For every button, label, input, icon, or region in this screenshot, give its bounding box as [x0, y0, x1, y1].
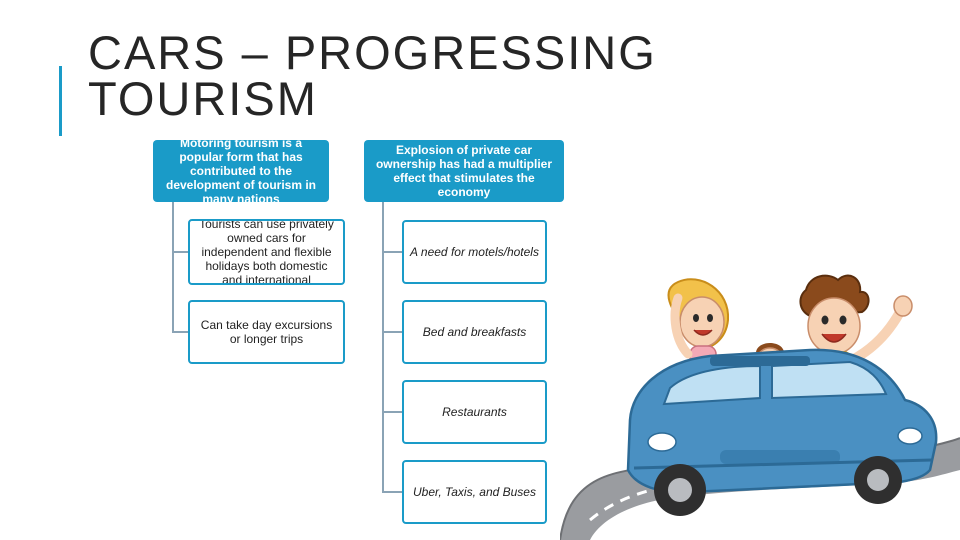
slide-title: CARS – PROGRESSING TOURISM: [88, 26, 657, 125]
right-heading-text: Explosion of private car ownership has h…: [375, 143, 553, 199]
family-car-illustration: [560, 274, 960, 540]
right-item-4: Uber, Taxis, and Buses: [402, 460, 547, 524]
right-tree-connector: [382, 202, 384, 492]
right-item-1: A need for motels/hotels: [402, 220, 547, 284]
left-item-2-text: Can take day excursions or longer trips: [200, 318, 333, 346]
right-item-3: Restaurants: [402, 380, 547, 444]
right-branch-2: [382, 331, 402, 333]
left-tree-connector: [172, 202, 174, 332]
left-branch-2: [172, 331, 188, 333]
left-item-2: Can take day excursions or longer trips: [188, 300, 345, 364]
left-item-1: Tourists can use privately owned cars fo…: [188, 219, 345, 285]
road-center-line: [589, 462, 921, 522]
left-heading-box: Motoring tourism is a popular form that …: [153, 140, 329, 202]
right-heading-box: Explosion of private car ownership has h…: [364, 140, 564, 202]
car-wheels: [654, 456, 902, 516]
left-item-1-text: Tourists can use privately owned cars fo…: [199, 219, 334, 285]
right-item-4-text: Uber, Taxis, and Buses: [413, 485, 536, 499]
right-branch-1: [382, 251, 402, 253]
left-branch-1: [172, 251, 188, 253]
car-shape: [626, 348, 938, 494]
right-item-1-text: A need for motels/hotels: [410, 245, 539, 259]
title-accent-bar: [59, 66, 62, 136]
right-item-2: Bed and breakfasts: [402, 300, 547, 364]
left-heading-text: Motoring tourism is a popular form that …: [165, 140, 316, 202]
right-item-3-text: Restaurants: [442, 405, 507, 419]
right-branch-4: [382, 491, 402, 493]
right-branch-3: [382, 411, 402, 413]
title-line-1: CARS – PROGRESSING: [88, 26, 657, 79]
right-item-2-text: Bed and breakfasts: [422, 325, 527, 339]
title-line-2: TOURISM: [88, 72, 318, 125]
